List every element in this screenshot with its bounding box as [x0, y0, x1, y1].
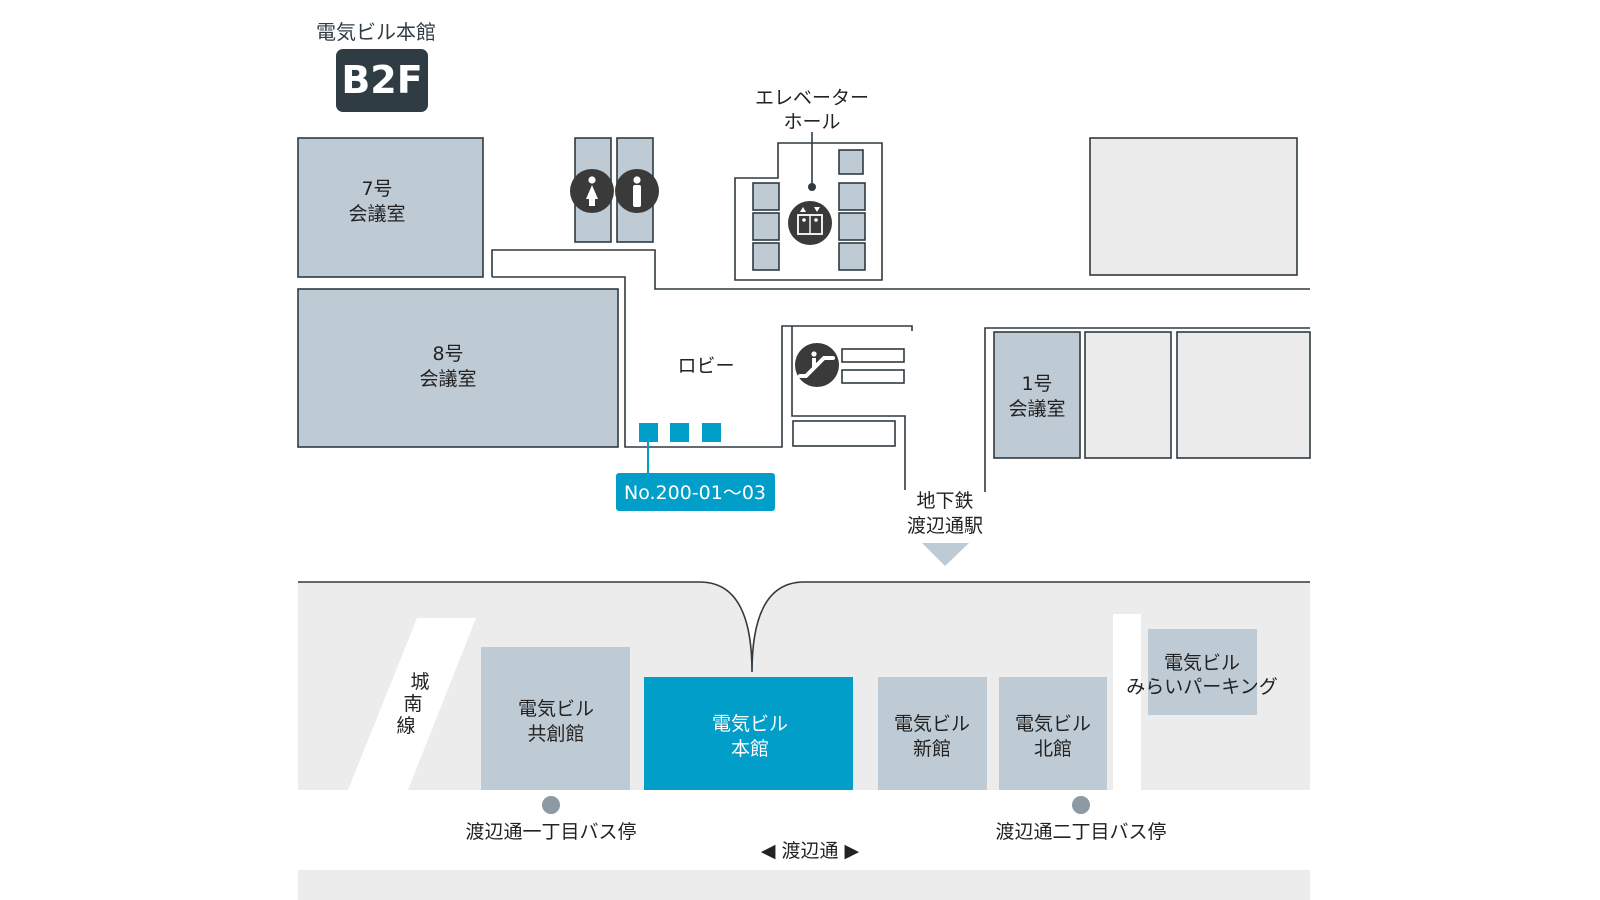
street-label: ◀ 渡辺通 ▶ [761, 840, 860, 862]
escalator-icon [795, 343, 839, 387]
escalator-step [841, 348, 905, 363]
room-7[interactable] [297, 137, 484, 278]
room-1[interactable] [993, 331, 1081, 459]
sidewalk [298, 870, 1310, 900]
bus-stop-2-label: 渡辺通二丁目バス停 [995, 821, 1166, 843]
kitakan-label-1: 電気ビル [1015, 713, 1091, 735]
parking-label-2: みらいパーキング [1126, 676, 1277, 698]
station-outline [298, 581, 1310, 673]
elevator-car [752, 182, 780, 211]
room-unlabeled [1176, 331, 1311, 459]
kyoso-label-1: 電気ビル [518, 698, 594, 720]
escalator-step [841, 369, 905, 384]
elevator-hall-marker [808, 183, 816, 191]
kyoso-label-2: 共創館 [527, 723, 584, 745]
subway-label-2: 渡辺通駅 [907, 515, 983, 537]
building-kyoso[interactable] [481, 647, 630, 790]
male-restroom-icon [615, 169, 659, 213]
building-honkan[interactable] [644, 677, 853, 790]
room-1-label-2: 会議室 [1008, 398, 1065, 420]
elevator-hall-label-2: ホール [783, 111, 840, 133]
joinan-line-road [348, 618, 476, 790]
subway-label-1: 地下鉄 [916, 490, 973, 512]
bus-stop-marker [542, 796, 560, 814]
female-restroom-icon [570, 169, 614, 213]
subway-arrow-icon [922, 543, 969, 566]
honkan-label-1: 電気ビル [712, 713, 788, 735]
elevator-car [838, 212, 866, 241]
room-8[interactable] [297, 288, 619, 448]
corridor-wall [491, 249, 1310, 290]
escalator-step [792, 420, 896, 447]
shinkan-label-2: 新館 [913, 738, 951, 760]
elevator-car [838, 149, 864, 175]
building-shinkan[interactable] [878, 677, 987, 790]
honkan-label-2: 本館 [731, 738, 769, 760]
room-unlabeled [1089, 137, 1298, 276]
kitakan-label-2: 北館 [1034, 738, 1072, 760]
side-road [1113, 614, 1141, 790]
spot-label-box [616, 473, 775, 511]
spot-marker[interactable] [670, 423, 689, 442]
corridor-wall [492, 276, 913, 448]
joinan-line-label-3: 線 [396, 715, 415, 737]
room-1-label-1: 1号 [1021, 373, 1052, 395]
spot-label: No.200-01～03 [624, 482, 766, 504]
corridor-wall [984, 327, 1310, 492]
spot-marker[interactable] [702, 423, 721, 442]
joinan-line-label-1: 城 [410, 671, 429, 693]
lobby-label: ロビー [677, 355, 734, 377]
elevator-icon [788, 201, 832, 245]
elevator-car [752, 212, 780, 241]
elevator-car [752, 242, 780, 271]
bus-stop-1-label: 渡辺通一丁目バス停 [465, 821, 636, 843]
parking-label-1: 電気ビル [1164, 652, 1240, 674]
building-name: 電気ビル本館 [316, 20, 436, 44]
shinkan-label-1: 電気ビル [894, 713, 970, 735]
room-8-label-2: 会議室 [419, 368, 476, 390]
building-kitakan[interactable] [999, 677, 1107, 790]
elevator-car [838, 242, 866, 271]
room-7-label-2: 会議室 [348, 203, 405, 225]
room-unlabeled [1084, 331, 1172, 459]
bus-stop-marker [1072, 796, 1090, 814]
elevator-hall-label-1: エレベーター [755, 87, 869, 109]
joinan-line-label-2: 南 [403, 693, 422, 715]
elevator-car [838, 182, 866, 211]
building-parking[interactable] [1148, 629, 1257, 715]
spot-marker[interactable] [639, 423, 658, 442]
room-8-label-1: 8号 [432, 343, 463, 365]
corridor-wall [791, 326, 906, 490]
floor-badge: B2F [336, 49, 428, 112]
room-7-label-1: 7号 [361, 178, 392, 200]
